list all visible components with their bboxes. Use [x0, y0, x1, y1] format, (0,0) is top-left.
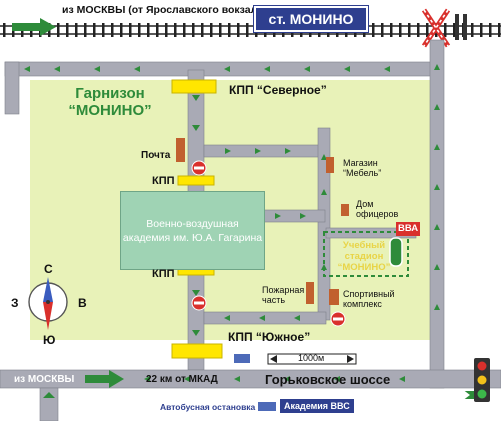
no-entry-icon: [330, 311, 346, 327]
compass-south-label: Ю: [43, 333, 56, 347]
academy-building: Военно-воздушная академия им. Ю.А. Гагар…: [120, 191, 265, 270]
academy-label-line2: академия им. Ю.А. Гагарина: [122, 231, 263, 244]
stadium-label-line1: Учебный: [342, 240, 386, 251]
shop-label-line2: “Мебель”: [343, 168, 382, 178]
checkpoint-north-gate: [171, 79, 217, 94]
stadium: [323, 222, 420, 277]
highway-direction-label: из МОСКВЫ: [14, 374, 75, 385]
no-entry-icon: [191, 160, 207, 176]
stadium-label-line3: “МОНИНО”: [337, 262, 391, 273]
railway-direction-arrow-icon: [12, 18, 56, 36]
officers-house-building: [341, 204, 349, 216]
garrison-title-line2: “МОНИНО”: [68, 102, 152, 119]
kpp-lower-label: КПП: [152, 268, 175, 280]
railway: [0, 23, 501, 37]
kpp-south-label: КПП “Южное”: [228, 330, 311, 344]
kpp-north-label: КПП “Северное”: [229, 83, 327, 97]
checkpoint-south-gate: [171, 343, 223, 359]
mkad-distance-label: 22 км от МКАД: [146, 374, 218, 385]
bus-stop-name-badge: Академия ВВС: [280, 399, 354, 413]
post-office-building: [176, 138, 185, 162]
vva-label: ВВА: [398, 223, 419, 234]
highway-name-label: Горьковское шоссе: [265, 372, 391, 387]
stadium-label-line2: стадион: [344, 251, 384, 262]
scale-label: 1000м: [298, 353, 325, 363]
compass-west-label: З: [11, 296, 19, 310]
shop-building: [326, 157, 334, 173]
station-sign: ст. МОНИНО: [253, 5, 369, 33]
stadium-label: Учебный стадион “МОНИНО”: [322, 240, 406, 273]
garrison-title-line1: Гарнизон: [75, 85, 145, 102]
no-entry-icon: [191, 295, 207, 311]
compass-icon: [28, 277, 68, 330]
compass-east-label: В: [78, 296, 87, 310]
kpp-upper-label: КПП: [152, 175, 175, 187]
fire-station-building: [306, 282, 314, 304]
highway-direction-arrow-icon: [85, 370, 124, 388]
shop-label: Магазин“Мебель”: [343, 158, 381, 178]
traffic-light-icon: [462, 358, 490, 402]
fire-station-label-line1: Пожарная: [262, 285, 305, 295]
officers-house-label-line1: Дом: [356, 199, 374, 209]
compass-north-label: С: [44, 262, 53, 276]
sports-complex-label-line1: Спортивный: [343, 289, 395, 299]
bus-stop-legend-label: Автобусная остановка: [160, 402, 256, 412]
officers-house-label-line2: офицеров: [356, 209, 399, 219]
shop-label-line1: Магазин: [343, 158, 378, 168]
railway-direction-label: из МОСКВЫ (от Ярославского вокзала): [62, 4, 267, 16]
bus-stop-legend-marker: [258, 402, 276, 411]
vva-sign: [396, 222, 420, 236]
checkpoint-upper-gate: [177, 175, 215, 186]
garrison-title: Гарнизон “МОНИНО”: [40, 85, 180, 119]
sports-complex-building: [329, 289, 339, 305]
academy-label-line1: Военно-воздушная: [146, 217, 239, 230]
scale-bar: [267, 353, 357, 365]
sports-complex-label-line2: комплекс: [343, 299, 382, 309]
bus-stop-marker: [234, 354, 250, 363]
fire-station-label-line2: часть: [262, 295, 286, 305]
post-office-label: Почта: [141, 150, 171, 161]
